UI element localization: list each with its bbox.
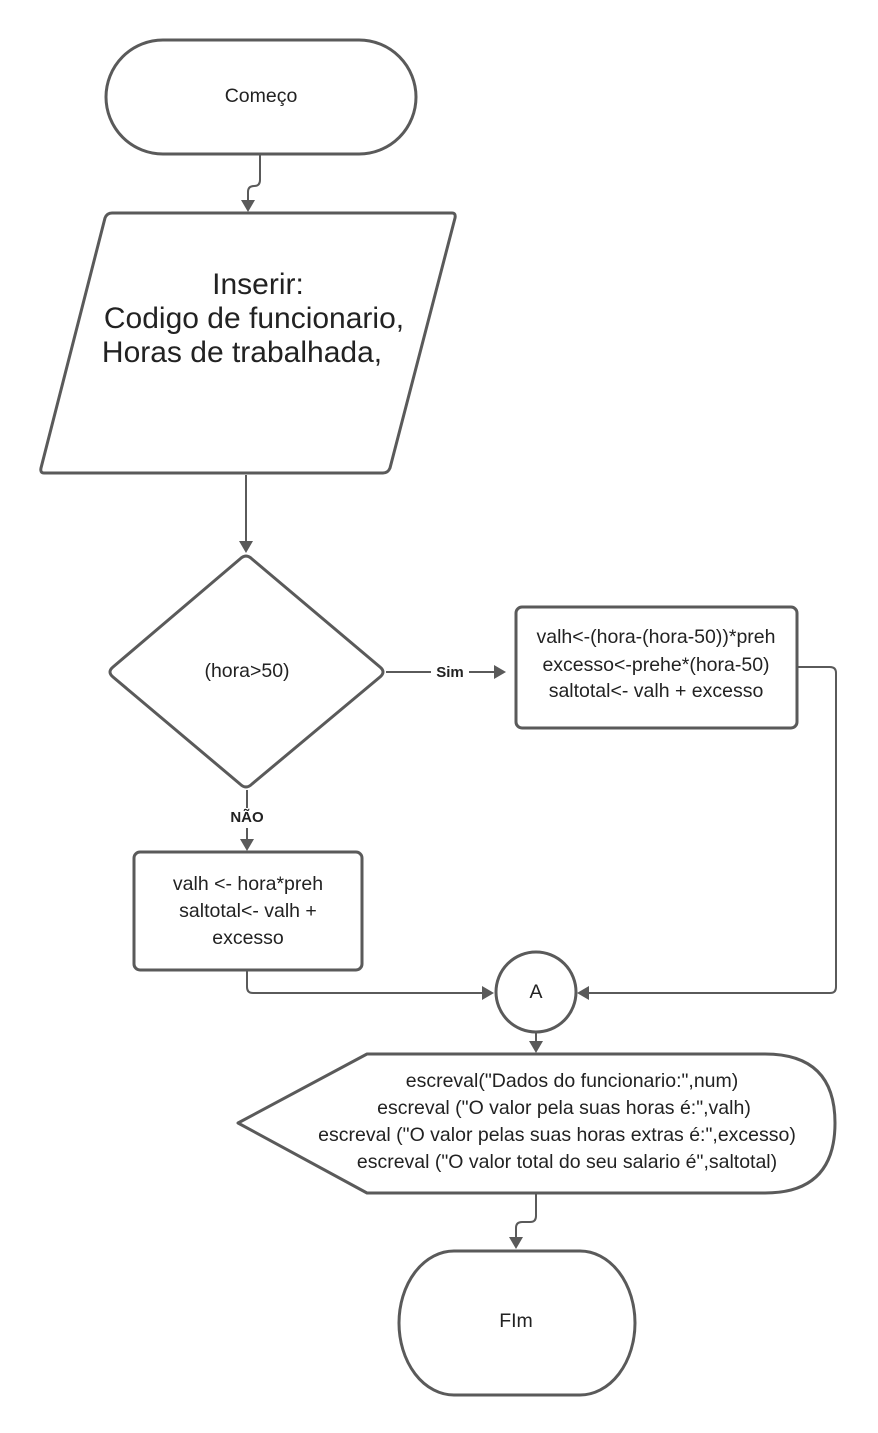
input-line-3: Horas de trabalhada, (102, 336, 382, 369)
decision-label: (hora>50) (204, 660, 289, 682)
arrowhead-decision (239, 541, 253, 553)
process-box-no: valh <- hora*preh saltotal<- valh + exce… (132, 850, 364, 972)
end-label: FIm (499, 1310, 533, 1332)
connector-circle: A (494, 950, 578, 1034)
edge-no-to-connector (246, 970, 484, 994)
input-line-1: Inserir: (212, 268, 304, 301)
display-line-2: escreval ("O valor pela suas horas é:",v… (377, 1097, 751, 1119)
edge-label-no-bg (225, 808, 269, 828)
edge-label-no: NÃO (230, 808, 264, 826)
start-terminal: Começo (104, 38, 418, 156)
arrowhead-yes-process (494, 665, 506, 679)
no-process-line-1: valh <- hora*preh (173, 873, 323, 895)
edge-label-yes-bg (431, 660, 469, 680)
yes-process-line-1: valh<-(hora-(hora-50))*preh (537, 626, 776, 648)
edge-start-to-input (247, 154, 261, 203)
arrowhead-connector-left (482, 986, 494, 1000)
display-line-3: escreval ("O valor pelas suas horas extr… (318, 1124, 796, 1146)
display-line-4: escreval ("O valor total do seu salario … (357, 1151, 777, 1173)
yes-process-line-2: excesso<-prehe*(hora-50) (542, 654, 769, 676)
edge-label-yes: Sim (436, 664, 464, 681)
display-shape: escreval("Dados do funcionario:",num) es… (236, 1052, 837, 1195)
connector-label: A (529, 981, 542, 1003)
arrowhead-no-process (240, 839, 254, 851)
arrowhead-input (241, 200, 255, 212)
edge-yes-to-connector (587, 666, 837, 994)
no-process-line-3: excesso (212, 927, 284, 949)
decision-diamond: (hora>50) (108, 554, 385, 789)
arrowhead-display (529, 1041, 543, 1053)
arrowhead-end (509, 1237, 523, 1249)
edge-display-to-end (515, 1193, 537, 1240)
input-parallelogram: Inserir: Codigo de funcionario, Horas de… (39, 211, 457, 475)
end-terminal: FIm (397, 1249, 637, 1397)
start-label: Começo (225, 85, 298, 107)
yes-process-line-3: saltotal<- valh + excesso (549, 680, 764, 702)
arrowhead-connector-right (577, 986, 589, 1000)
input-line-2: Codigo de funcionario, (104, 302, 404, 335)
display-line-1: escreval("Dados do funcionario:",num) (406, 1070, 739, 1092)
no-process-line-2: saltotal<- valh + (179, 900, 317, 922)
process-box-yes: valh<-(hora-(hora-50))*preh excesso<-pre… (514, 605, 799, 730)
